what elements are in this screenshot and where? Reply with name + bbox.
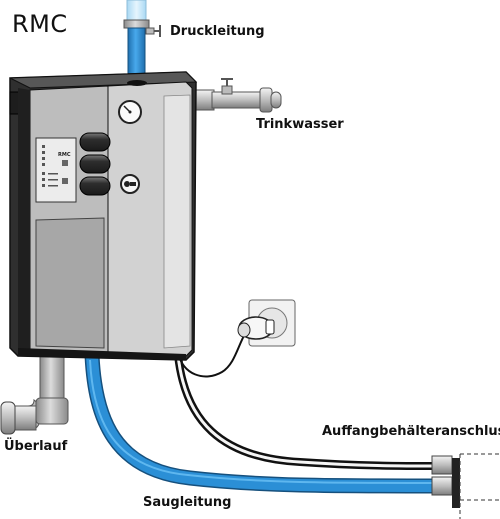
- rmc-housing: [9, 71, 198, 361]
- druckleitung-pipe: [123, 0, 150, 86]
- power-switch[interactable]: [120, 174, 140, 194]
- pressure-gauge-icon: [118, 100, 142, 124]
- control-panel-brand: RMC: [58, 152, 71, 158]
- wall-connectors: [431, 453, 500, 519]
- label-ueberlauf: Überlauf: [4, 439, 68, 454]
- label-druckleitung: Druckleitung: [170, 24, 265, 39]
- label-saugleitung: Saugleitung: [143, 495, 232, 510]
- control-panel: RMC: [35, 137, 77, 203]
- ueberlauf-pipe: [0, 354, 69, 435]
- auffang-hose: [174, 354, 441, 470]
- housing-inlet: [127, 80, 147, 86]
- power-cable: [177, 331, 247, 378]
- trinkwasser-pipe: [189, 85, 282, 113]
- label-trinkwasser: Trinkwasser: [256, 117, 344, 132]
- power-plug-icon: [237, 316, 275, 340]
- saugleitung-hose: [84, 354, 441, 494]
- diagram-title: RMC: [12, 10, 68, 38]
- druckleitung-valve-icon: [145, 25, 161, 37]
- label-auffangbehaelteranschluss: Auffangbehälteranschluss: [322, 424, 500, 439]
- trinkwasser-valve-icon: [221, 78, 233, 86]
- control-knobs: [79, 132, 111, 196]
